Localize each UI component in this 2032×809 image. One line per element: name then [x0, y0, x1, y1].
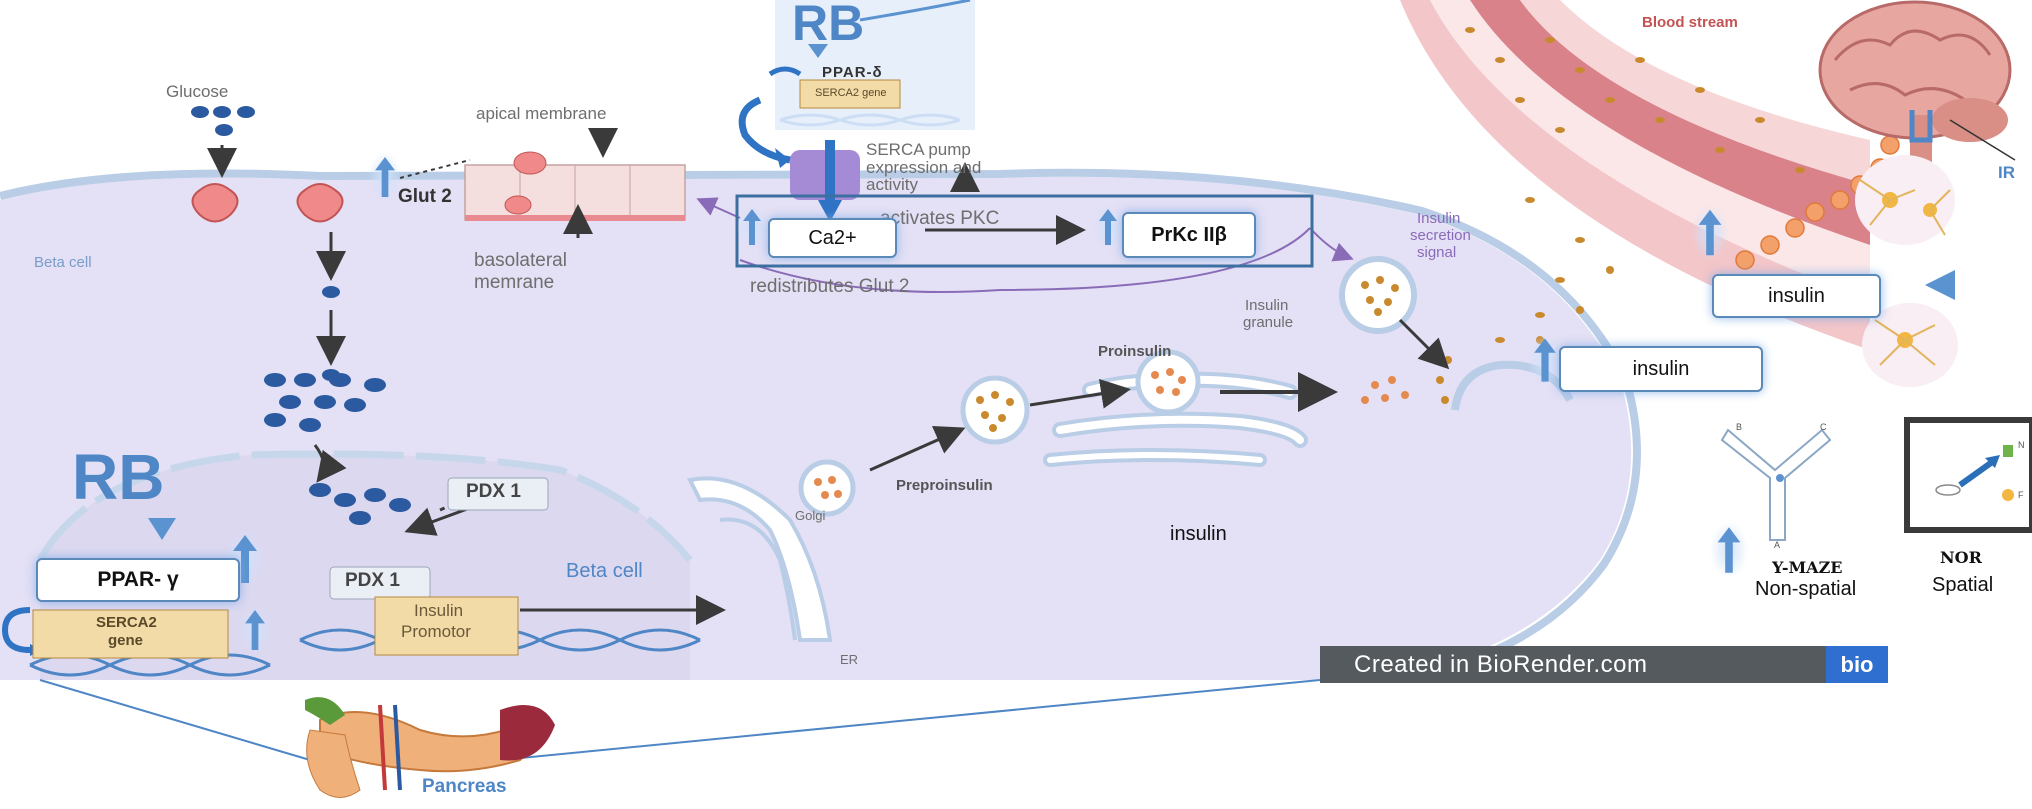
watermark-text: Created in BioRender.com — [1354, 650, 1648, 678]
down-triangle-icon — [148, 518, 176, 540]
insulin-promotor-box — [374, 596, 519, 656]
pancreas-icon — [305, 697, 555, 798]
prkc-box: PrKc IIβ — [1122, 212, 1256, 258]
serca2-gene-left-label-2: gene — [108, 632, 144, 649]
preproinsulin-label: Preproinsulin — [896, 477, 993, 494]
serca-pump-label-2: expression and — [866, 158, 982, 177]
pdx1-upper-label: PDX 1 — [466, 481, 521, 502]
nor-title: NOR — [1940, 548, 1982, 567]
blood-stream-label: Blood stream — [1642, 14, 1738, 31]
maze-c-label: C — [1820, 422, 1827, 432]
pkc-frame — [735, 194, 1314, 268]
ppar-gamma-label: PPAR- γ — [97, 568, 179, 591]
neuron-icon — [1855, 155, 1958, 387]
serca2-gene-box-top — [799, 79, 901, 109]
up-arrow-icon — [238, 605, 272, 655]
pathway-arrows — [207, 128, 1450, 625]
ppar-delta-label: PPAR-δ — [822, 64, 883, 81]
insulin-granule-vesicle — [798, 256, 1417, 517]
nor-sub: Spatial — [1932, 574, 1994, 596]
up-arrow-icon — [1710, 521, 1748, 579]
insulin-secretion-label-3: signal — [1417, 244, 1457, 261]
up-arrow-icon — [737, 204, 767, 250]
glucose-molecules — [191, 106, 411, 525]
serca2-gene-left-label-1: SERCA2 — [96, 614, 157, 631]
ca2-label: Ca2+ — [808, 226, 857, 249]
insulin-particles-blood — [1465, 27, 1805, 343]
ymaze-icon — [1720, 428, 1832, 541]
serca2-gene-top-label: SERCA2 gene — [815, 87, 887, 99]
exocytosis-pocket — [1451, 360, 1574, 411]
up-arrow-icon — [368, 152, 402, 202]
insulin-secretion-label-1: Insulin — [1417, 210, 1461, 227]
insulin-box-top: insulin — [1712, 274, 1881, 318]
biorender-logo: bio — [1826, 646, 1888, 683]
insulin-box-top-label: insulin — [1768, 284, 1825, 307]
rb-top-label: RB — [792, 0, 865, 51]
golgi-label: Golgi — [795, 508, 826, 523]
nor-icon — [1904, 417, 2032, 533]
beta-cell-label-top: Beta cell — [34, 254, 92, 271]
serca2-gene-box-left — [32, 609, 229, 659]
glucose-label: Glucose — [166, 82, 229, 101]
glut2-label: Glut 2 — [398, 186, 452, 207]
up-arrow-icon — [1093, 204, 1123, 250]
basolateral-label-2: memrane — [474, 272, 555, 293]
er — [687, 476, 833, 642]
activates-pkc-label: activates PKC — [880, 208, 1000, 229]
maze-b-label: B — [1736, 422, 1743, 432]
pancreas-label: Pancreas — [422, 776, 507, 797]
ppar-gamma-box: PPAR- γ — [36, 558, 240, 602]
down-triangle-icon — [808, 44, 828, 58]
basolateral-label: basolateral — [474, 250, 567, 271]
pdx1-lower-label: PDX 1 — [345, 570, 400, 591]
ir-label: IR — [1998, 163, 2015, 182]
insulin-promotor-label-1: Insulin — [414, 601, 464, 620]
rb-left-label: RB — [72, 441, 165, 513]
insulin-promotor-label-2: Promotor — [401, 622, 471, 641]
redistributes-glut2-label: redistributes Glut 2 — [750, 276, 910, 297]
insulin-granule-label-2: granule — [1243, 314, 1294, 331]
insulin-center-label: insulin — [1170, 523, 1227, 545]
apical-membrane-label: apical membrane — [476, 104, 607, 123]
ymaze-sub: Non-spatial — [1755, 578, 1857, 600]
ca2-box: Ca2+ — [768, 218, 897, 258]
insulin-box-mid: insulin — [1559, 346, 1763, 392]
up-arrow-icon — [1691, 204, 1729, 261]
proinsulin-label: Proinsulin — [1098, 343, 1172, 360]
brain-icon — [1818, 0, 2012, 165]
insulin-box-mid-label: insulin — [1632, 357, 1690, 380]
insulin-granule-label-1: Insulin — [1245, 297, 1289, 314]
ymaze-title: Y-MAZE — [1772, 558, 1843, 577]
biorender-watermark: Created in BioRender.com bio — [1320, 646, 1888, 683]
glut2-transporter-icon — [191, 183, 344, 223]
serca-pump-label-3: activity — [866, 175, 918, 194]
pdx1-box-upper — [447, 477, 549, 511]
left-triangle-icon — [1925, 270, 1955, 300]
maze-a-label: A — [1774, 540, 1781, 550]
serca-pump-label-1: SERCA pump — [866, 140, 971, 159]
beta-cell-label-center: Beta cell — [566, 560, 643, 582]
insulin-secretion-label-2: secretion — [1410, 227, 1471, 244]
prkc-label: PrKc IIβ — [1151, 223, 1227, 246]
er-label: ER — [840, 652, 859, 667]
up-arrow-icon — [1527, 333, 1563, 387]
nor-f-label: F — [2018, 490, 2024, 500]
nor-n-label: N — [2018, 440, 2025, 450]
